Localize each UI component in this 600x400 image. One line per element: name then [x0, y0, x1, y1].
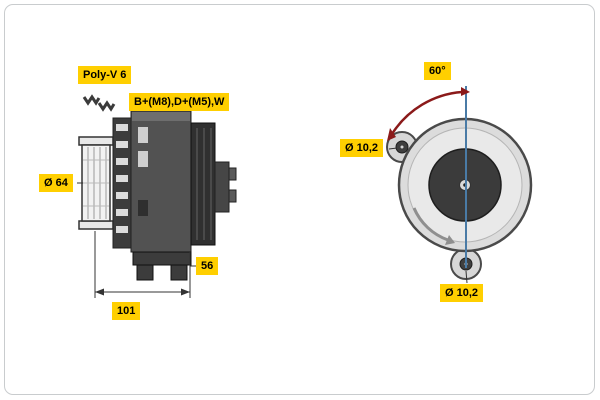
label-dimension-56: 56 [196, 257, 219, 275]
label-hole-diameter-bottom: Ø 10,2 [440, 284, 484, 302]
label-dimension-101: 101 [112, 302, 141, 320]
dimension-101 [94, 231, 191, 298]
leader-top-hole [388, 147, 398, 150]
label-belt-type: Poly-V 6 [78, 66, 132, 84]
pulley [78, 136, 114, 230]
drive-end-bracket [112, 117, 132, 249]
connector-block [214, 161, 237, 213]
housing [130, 110, 192, 253]
label-hole-diameter-top: Ø 10,2 [340, 139, 384, 157]
side-view [77, 94, 237, 298]
label-angle-60: 60° [424, 62, 451, 80]
rotation-direction-arrow [412, 207, 455, 245]
belt-profile-icon [82, 94, 116, 112]
front-view [386, 86, 533, 284]
leader-bottom-hole [465, 270, 468, 284]
lug-hole-top [395, 140, 409, 154]
mounting-foot [132, 251, 192, 281]
label-terminals: B+(M8),D+(M5),W [129, 93, 230, 111]
label-pulley-diameter: Ø 64 [39, 174, 73, 192]
angle-arc-arrow [387, 87, 470, 141]
rear-housing [190, 122, 216, 246]
